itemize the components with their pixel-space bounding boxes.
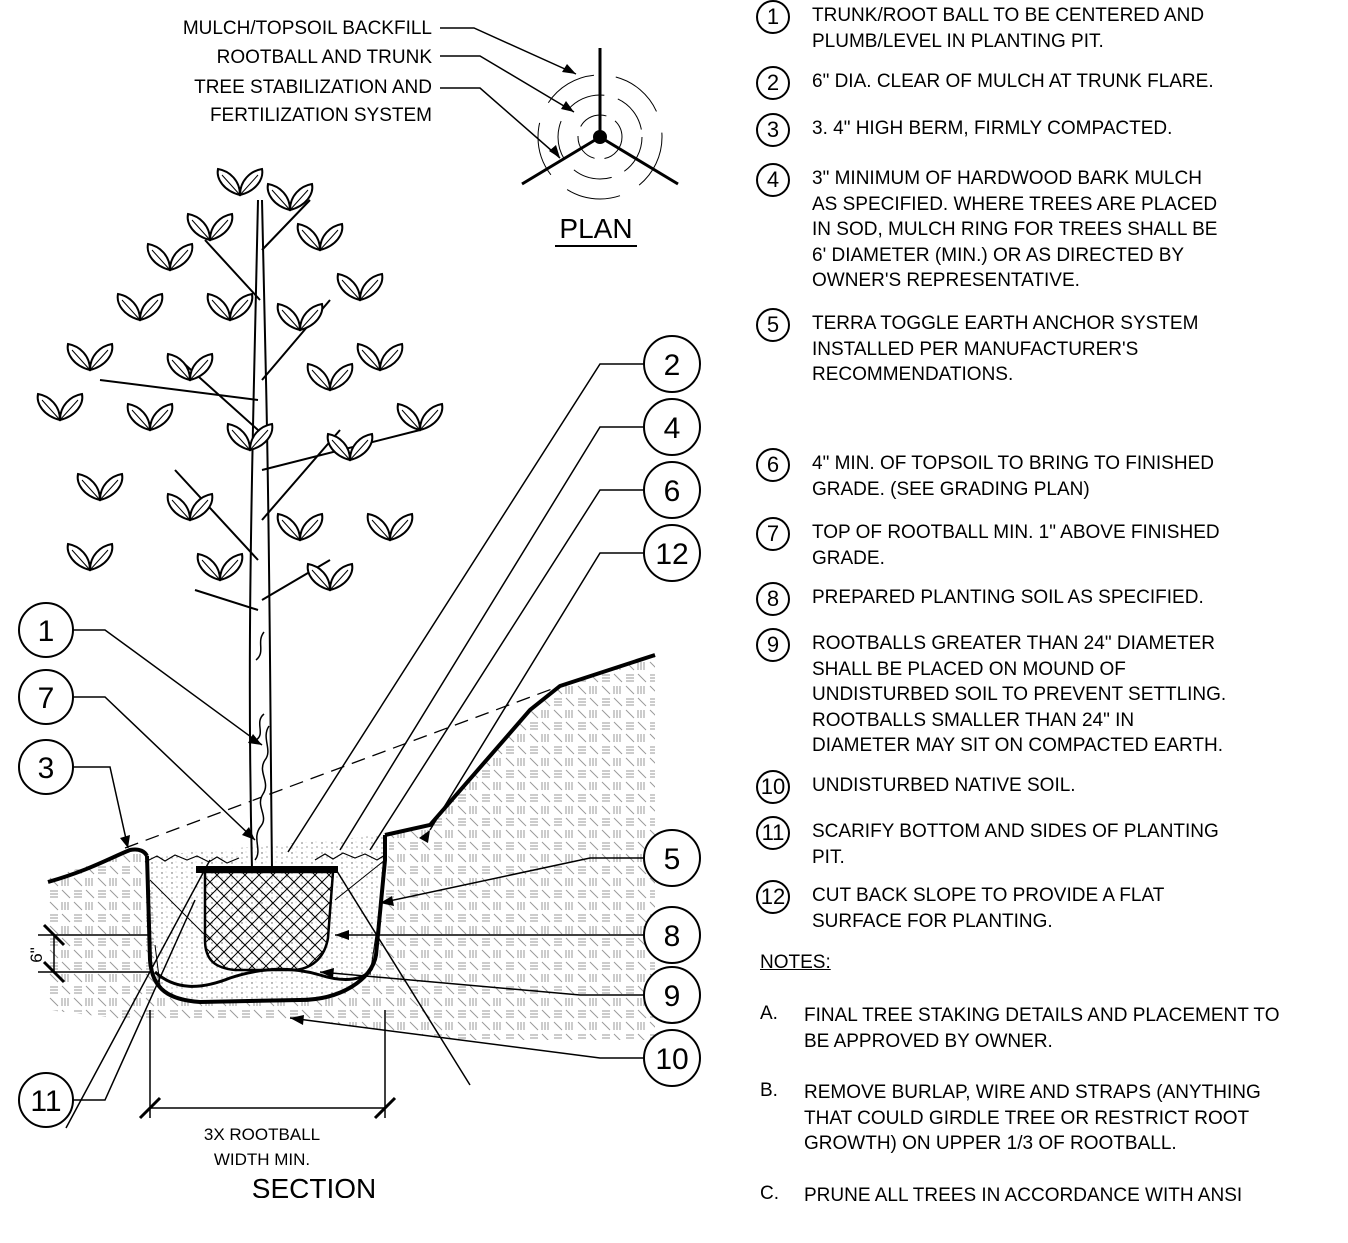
svg-text:8: 8 [664,920,681,953]
svg-text:5: 5 [664,843,681,876]
note-7: 7 TOP OF ROOTBALL MIN. 1" ABOVE FINISHED… [752,517,1348,569]
general-notes-heading: NOTES: [760,952,831,973]
callout-2: 2 [643,335,701,393]
note-number: 9 [756,628,790,662]
general-note-a: A. FINAL TREE STAKING DETAILS AND PLACEM… [760,1003,1348,1063]
callout-leaders [62,363,644,1129]
note-number: 7 [756,517,790,551]
note-11: 11 SCARIFY BOTTOM AND SIDES OF PLANTING … [752,816,1348,868]
tree-illustration [36,168,444,871]
note-number: 8 [756,582,790,616]
dimension-width-label-1: 3X ROOTBALL [204,1125,320,1144]
callout-3: 3 [18,739,74,795]
general-note-letter: C. [760,1183,779,1204]
note-text: UNDISTURBED NATIVE SOIL. [812,775,1076,796]
note-number: 4 [756,163,790,197]
svg-text:9: 9 [664,980,681,1013]
callout-4: 4 [643,398,701,456]
svg-text:1: 1 [38,615,55,648]
note-4: 4 3" MINIMUM OF HARDWOOD BARK MULCH AS S… [752,163,1348,291]
note-2: 2 6" DIA. CLEAR OF MULCH AT TRUNK FLARE. [752,66,1348,106]
note-6: 6 4" MIN. OF TOPSOIL TO BRING TO FINISHE… [752,448,1348,500]
note-8: 8 PREPARED PLANTING SOIL AS SPECIFIED. [752,582,1348,622]
callout-5: 5 [643,829,701,887]
note-text: SCARIFY BOTTOM AND SIDES OF PLANTING PIT… [812,821,1219,868]
tree-planting-detail-drawing: MULCH/TOPSOIL BACKFILL ROOTBALL AND TRUN… [18,18,701,1198]
callout-8: 8 [643,906,701,964]
callout-1: 1 [18,602,74,658]
plan-label-rootball: ROOTBALL AND TRUNK [217,47,433,68]
note-text: CUT BACK SLOPE TO PROVIDE A FLAT SURFACE… [812,885,1165,932]
note-text: TRUNK/ROOT BALL TO BE CENTERED AND PLUMB… [812,5,1205,52]
note-number: 1 [756,0,790,34]
dimension-depth-label: 6" [27,947,46,963]
note-number: 6 [756,448,790,482]
note-number: 2 [756,66,790,100]
general-note-b: B. REMOVE BURLAP, WIRE AND STRAPS (ANYTH… [760,1080,1348,1154]
callout-10: 10 [643,1029,701,1087]
svg-text:3: 3 [38,752,55,785]
dimension-width-label-2: WIDTH MIN. [214,1150,310,1169]
soil-section [47,653,656,1040]
plan-view-symbol [440,27,679,200]
note-text: 3. 4" HIGH BERM, FIRMLY COMPACTED. [812,118,1173,139]
note-12: 12 CUT BACK SLOPE TO PROVIDE A FLAT SURF… [752,880,1348,932]
general-note-c: C. PRUNE ALL TREES IN ACCORDANCE WITH AN… [760,1183,1348,1243]
svg-text:12: 12 [655,538,688,571]
note-text: TOP OF ROOTBALL MIN. 1" ABOVE FINISHED G… [812,522,1220,569]
plan-label-mulch: MULCH/TOPSOIL BACKFILL [183,18,432,39]
svg-text:7: 7 [38,682,55,715]
note-5: 5 TERRA TOGGLE EARTH ANCHOR SYSTEM INSTA… [752,308,1348,385]
note-text: TERRA TOGGLE EARTH ANCHOR SYSTEM INSTALL… [812,313,1199,385]
note-text: 4" MIN. OF TOPSOIL TO BRING TO FINISHED … [812,453,1214,500]
svg-text:11: 11 [30,1085,61,1118]
plan-title: PLAN [559,213,632,244]
svg-text:2: 2 [664,349,681,382]
plan-label-stabilization: TREE STABILIZATION AND [194,77,432,98]
svg-text:4: 4 [664,412,681,445]
note-1: 1 TRUNK/ROOT BALL TO BE CENTERED AND PLU… [752,0,1348,52]
general-note-text: REMOVE BURLAP, WIRE AND STRAPS (ANYTHING… [804,1082,1261,1154]
callout-12: 12 [643,524,701,582]
note-number: 3 [756,113,790,147]
note-number: 12 [756,880,790,914]
plan-label-fertilization: FERTILIZATION SYSTEM [210,105,432,126]
callout-6: 6 [643,461,701,519]
note-10: 10 UNDISTURBED NATIVE SOIL. [752,770,1348,810]
dimension-lines [38,923,397,1120]
general-note-text: PRUNE ALL TREES IN ACCORDANCE WITH ANSI [804,1185,1243,1206]
note-text: 6" DIA. CLEAR OF MULCH AT TRUNK FLARE. [812,71,1214,92]
note-text: ROOTBALLS GREATER THAN 24" DIAMETER SHAL… [812,633,1227,756]
svg-text:10: 10 [655,1043,688,1076]
note-3: 3 3. 4" HIGH BERM, FIRMLY COMPACTED. [752,113,1348,153]
callout-11: 11 [18,1072,74,1128]
svg-text:6: 6 [664,475,681,508]
general-note-letter: B. [760,1080,778,1101]
callout-9: 9 [643,966,701,1024]
callout-arrowheads [120,734,430,1025]
general-note-letter: A. [760,1003,778,1024]
note-9: 9 ROOTBALLS GREATER THAN 24" DIAMETER SH… [752,628,1348,756]
general-note-text: FINAL TREE STAKING DETAILS AND PLACEMENT… [804,1005,1280,1052]
note-text: 3" MINIMUM OF HARDWOOD BARK MULCH AS SPE… [812,168,1218,291]
note-number: 11 [756,816,790,850]
notes-panel: 1 TRUNK/ROOT BALL TO BE CENTERED AND PLU… [752,0,1348,1206]
note-text: PREPARED PLANTING SOIL AS SPECIFIED. [812,587,1204,608]
section-title: SECTION [252,1173,376,1198]
note-number: 10 [756,770,790,804]
callout-7: 7 [18,669,74,725]
note-number: 5 [756,308,790,342]
